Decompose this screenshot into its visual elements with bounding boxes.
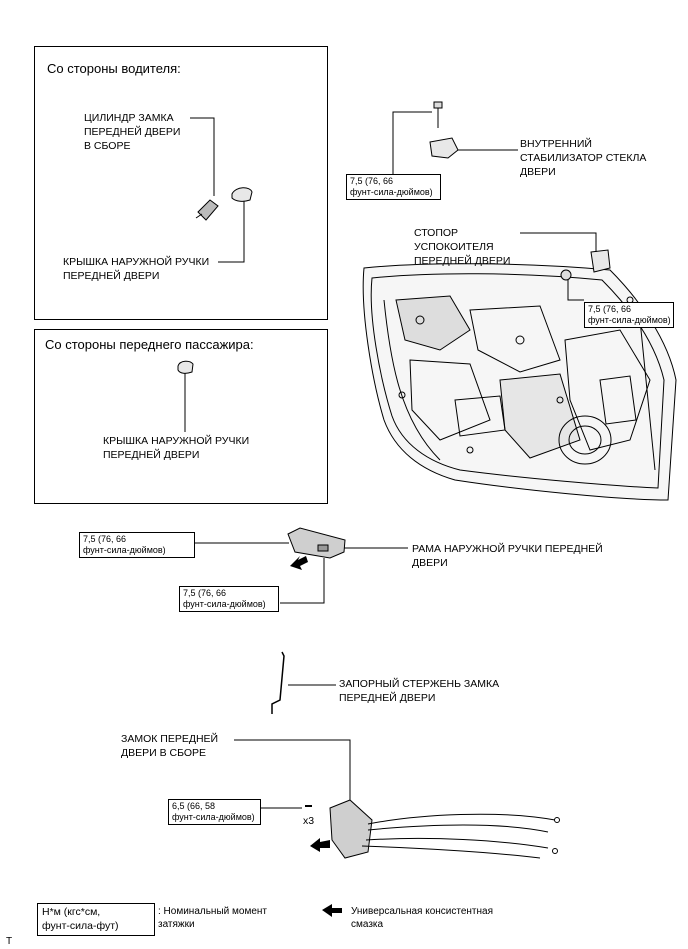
front-door-panel-illustration	[362, 263, 677, 501]
grease-arrow-icon	[290, 556, 342, 917]
handle-frame-torque-left: 7,5 (76, 66 фунт-сила-дюймов)	[79, 532, 195, 558]
lock-cylinder-label: ЦИЛИНДР ЗАМКА ПЕРЕДНЕЙ ДВЕРИ В СБОРЕ	[84, 112, 181, 152]
door-lock-torque: 6,5 (66, 58 фунт-сила-дюймов)	[168, 799, 261, 825]
legend-torque-description: : Номинальный момент затяжки	[158, 906, 267, 930]
door-lock-label: ЗАМОК ПЕРЕДНЕЙ ДВЕРИ В СБОРЕ	[121, 733, 219, 759]
legend-torque-units: Н*м (кгс*см, фунт-сила-фут)	[37, 903, 155, 936]
passenger-side-title: Со стороны переднего пассажира:	[45, 337, 254, 352]
lock-rod-illustration	[271, 651, 285, 714]
driver-side-title: Со стороны водителя:	[47, 61, 181, 76]
door-stop-torque: 7,5 (76, 66 фунт-сила-дюймов)	[584, 302, 674, 328]
glass-stabilizer-label: ВНУТРЕННИЙ СТАБИЛИЗАТОР СТЕКЛА ДВЕРИ	[520, 138, 647, 178]
lock-rod-label: ЗАПОРНЫЙ СТЕРЖЕНЬ ЗАМКА ПЕРЕДНЕЙ ДВЕРИ	[339, 678, 500, 704]
door-stop-illustration	[560, 249, 611, 281]
glass-stabilizer-illustration	[429, 101, 459, 159]
door-lock-bolt-quantity: x3	[303, 815, 315, 827]
door-lock-illustration	[305, 799, 560, 859]
handle-frame-illustration	[287, 527, 346, 559]
driver-side-panel: Со стороны водителя:	[34, 46, 328, 320]
passenger-handle-cover-label: КРЫШКА НАРУЖНОЙ РУЧКИ ПЕРЕДНЕЙ ДВЕРИ	[103, 435, 250, 461]
glass-stabilizer-torque: 7,5 (76, 66 фунт-сила-дюймов)	[346, 174, 441, 200]
door-stop-label: СТОПОР УСПОКОИТЕЛЯ ПЕРЕДНЕЙ ДВЕРИ	[414, 227, 511, 267]
driver-handle-cover-label: КРЫШКА НАРУЖНОЙ РУЧКИ ПЕРЕДНЕЙ ДВЕРИ	[63, 256, 210, 282]
handle-frame-label: РАМА НАРУЖНОЙ РУЧКИ ПЕРЕДНЕЙ ДВЕРИ	[412, 543, 603, 569]
corner-mark: T	[6, 936, 13, 947]
passenger-side-panel: Со стороны переднего пассажира:	[34, 329, 328, 504]
handle-frame-torque-bottom: 7,5 (76, 66 фунт-сила-дюймов)	[179, 586, 279, 612]
legend-grease-description: Универсальная консистентная смазка	[351, 906, 494, 930]
